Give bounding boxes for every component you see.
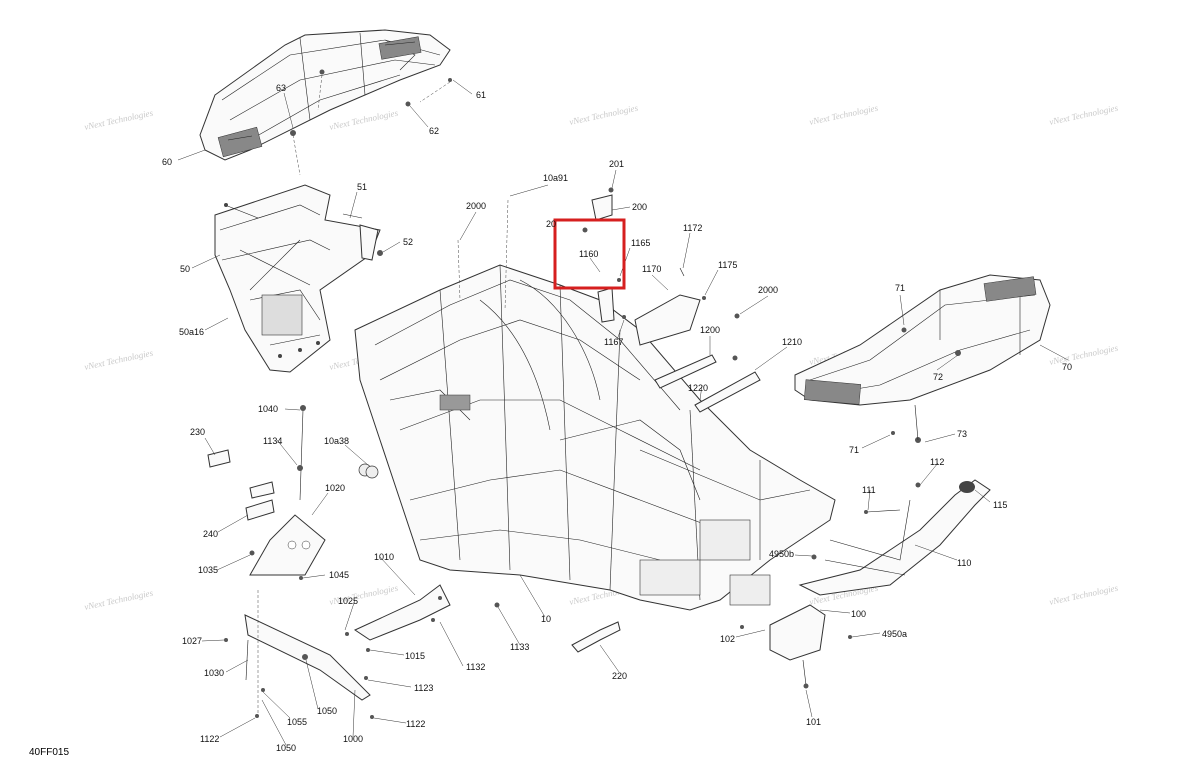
watermark: vNext Technologies — [1048, 583, 1119, 607]
part-label[interactable]: 1035 — [198, 565, 218, 575]
part-label[interactable]: 100 — [851, 609, 866, 619]
part-label[interactable]: 1050 — [276, 743, 296, 753]
part-label[interactable]: 101 — [806, 717, 821, 727]
part-label[interactable]: 1160 — [579, 249, 598, 259]
part-label[interactable]: 1123 — [414, 683, 433, 693]
rear-arm-drawing — [740, 479, 991, 689]
part-label[interactable]: 50a16 — [179, 327, 204, 337]
part-label[interactable]: 1170 — [642, 264, 661, 274]
watermark: vNext Technologies — [83, 348, 154, 372]
part-label[interactable]: 20 — [546, 219, 556, 229]
part-label[interactable]: 2000 — [466, 201, 486, 211]
rear-rack-drawing — [794, 274, 1051, 443]
part-label[interactable]: 200 — [632, 202, 647, 212]
part-label[interactable]: 1200 — [700, 325, 720, 335]
part-label[interactable]: 1133 — [510, 642, 529, 652]
part-label[interactable]: 60 — [162, 157, 172, 167]
part-label[interactable]: 51 — [357, 182, 367, 192]
part-label[interactable]: 1045 — [329, 570, 349, 580]
part-label[interactable]: 1000 — [343, 734, 363, 744]
part-label[interactable]: 102 — [720, 634, 735, 644]
part-label[interactable]: 1050 — [317, 706, 337, 716]
main-frame-drawing — [354, 199, 836, 611]
part-label[interactable]: 71 — [849, 445, 859, 455]
front-rack-drawing — [199, 29, 452, 176]
watermark: vNext Technologies — [808, 103, 879, 127]
part-label[interactable]: 230 — [190, 427, 205, 437]
part-label[interactable]: 70 — [1062, 362, 1072, 372]
part-label[interactable]: 71 — [895, 283, 905, 293]
part-label[interactable]: 62 — [429, 126, 439, 136]
part-label[interactable]: 1132 — [466, 662, 485, 672]
part-label[interactable]: 1027 — [182, 636, 202, 646]
highlight-box-1160[interactable] — [553, 218, 626, 290]
part-label[interactable]: 110 — [957, 558, 971, 568]
part-label[interactable]: 1020 — [325, 483, 345, 493]
part-label[interactable]: 1122 — [406, 719, 425, 729]
part-label[interactable]: 1015 — [405, 651, 425, 661]
part-label[interactable]: 10a91 — [543, 173, 568, 183]
part-label[interactable]: 1134 — [263, 436, 282, 446]
part-label[interactable]: 52 — [403, 237, 413, 247]
part-label[interactable]: 1167 — [604, 337, 623, 347]
watermark: vNext Technologies — [83, 588, 154, 612]
part-label[interactable]: 1025 — [338, 596, 358, 606]
part-label[interactable]: 2000 — [758, 285, 778, 295]
part-label[interactable]: 1040 — [258, 404, 278, 414]
part-label[interactable]: 72 — [933, 372, 943, 382]
part-label[interactable]: 240 — [203, 529, 218, 539]
watermark: vNext Technologies — [328, 108, 399, 132]
part-label[interactable]: 10 — [541, 614, 551, 624]
front-bumper-drawing — [214, 184, 383, 373]
part-label[interactable]: 73 — [957, 429, 967, 439]
part-label[interactable]: 1165 — [631, 238, 650, 248]
leader-lines — [177, 79, 1069, 746]
skid-plates-drawing — [207, 405, 621, 719]
part-label[interactable]: 1010 — [374, 552, 394, 562]
part-label[interactable]: 1210 — [782, 337, 802, 347]
part-labels: 60 63 61 62 51 52 50 50a16 201 200 20 10… — [162, 83, 1072, 753]
diagram-code: 40FF015 — [29, 747, 69, 758]
part-label[interactable]: 63 — [276, 83, 286, 93]
part-label[interactable]: 115 — [993, 500, 1007, 510]
watermark: vNext Technologies — [568, 103, 639, 127]
watermark: vNext Technologies — [83, 108, 154, 132]
part-label[interactable]: 220 — [612, 671, 627, 681]
upper-brackets-drawing — [582, 187, 761, 413]
part-label[interactable]: 201 — [609, 159, 624, 169]
part-label[interactable]: 1055 — [287, 717, 307, 727]
part-label[interactable]: 50 — [180, 264, 190, 274]
part-label[interactable]: 1122 — [200, 734, 219, 744]
part-label[interactable]: 111 — [862, 485, 876, 495]
part-label[interactable]: 61 — [476, 90, 486, 100]
part-label[interactable]: 1030 — [204, 668, 224, 678]
watermark: vNext Technologies — [1048, 103, 1119, 127]
part-label[interactable]: 1175 — [718, 260, 737, 270]
part-label[interactable]: 1220 — [688, 383, 708, 393]
part-label[interactable]: 112 — [930, 457, 944, 467]
watermark: vNext Technologies — [1048, 343, 1119, 367]
part-label[interactable]: 1172 — [683, 223, 702, 233]
part-label[interactable]: 4950b — [769, 549, 794, 559]
part-label[interactable]: 10a38 — [324, 436, 349, 446]
part-label[interactable]: 4950a — [882, 629, 907, 639]
